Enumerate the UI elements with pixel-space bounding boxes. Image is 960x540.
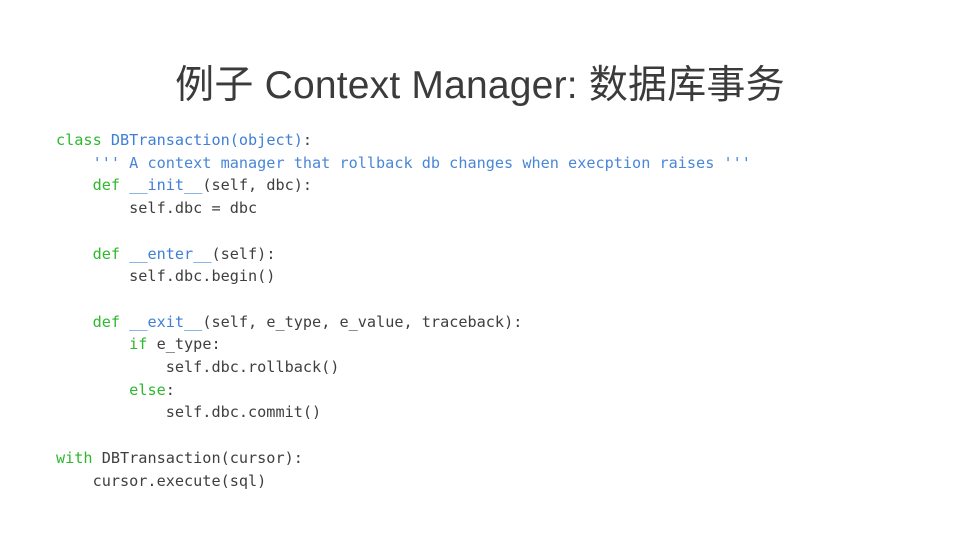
code-token-name: __init__ bbox=[129, 176, 203, 195]
code-line bbox=[56, 424, 751, 447]
code-token-plain bbox=[56, 335, 129, 353]
code-line bbox=[56, 220, 751, 243]
code-line: class DBTransaction(object): bbox=[56, 129, 751, 152]
code-token-plain: self.dbc.rollback() bbox=[56, 358, 340, 377]
code-line: if e_type: bbox=[56, 333, 751, 356]
code-token-plain: : bbox=[165, 380, 175, 399]
code-token-plain bbox=[56, 245, 93, 263]
code-token-plain: (self, e_type, e_value, traceback): bbox=[202, 312, 523, 331]
code-line: self.dbc.rollback() bbox=[56, 356, 751, 379]
code-token-plain: self.dbc = dbc bbox=[56, 199, 258, 218]
code-token-plain bbox=[56, 381, 129, 399]
code-token-plain bbox=[120, 176, 129, 194]
code-token-kw: else bbox=[129, 380, 166, 399]
code-line: self.dbc = dbc bbox=[56, 197, 751, 220]
code-line: self.dbc.commit() bbox=[56, 401, 751, 424]
code-token-kw: def bbox=[92, 176, 121, 195]
code-token-name: DBTransaction(object) bbox=[110, 131, 303, 149]
code-token-kw: def bbox=[92, 244, 121, 263]
code-token-kw: def bbox=[92, 312, 121, 331]
code-token-kw: class bbox=[56, 131, 102, 149]
code-token-plain: self.dbc.begin() bbox=[56, 267, 276, 286]
code-token-plain: (self, dbc): bbox=[202, 176, 313, 195]
code-token-plain: : bbox=[302, 131, 313, 149]
code-token-kw: with bbox=[56, 448, 93, 467]
code-token-name: __enter__ bbox=[129, 244, 212, 263]
code-token-plain bbox=[120, 245, 129, 263]
code-line: def __enter__(self): bbox=[56, 243, 751, 266]
code-line: else: bbox=[56, 379, 751, 402]
code-token-plain: cursor.execute(sql) bbox=[56, 471, 267, 490]
code-line: with DBTransaction(cursor): bbox=[56, 447, 751, 470]
code-token-plain: DBTransaction(cursor): bbox=[92, 448, 303, 467]
code-token-plain bbox=[120, 313, 129, 331]
code-line: ''' A context manager that rollback db c… bbox=[56, 152, 751, 175]
code-token-plain bbox=[56, 313, 93, 331]
code-line: def __exit__(self, e_type, e_value, trac… bbox=[56, 311, 751, 334]
code-token-plain bbox=[56, 176, 93, 194]
code-line: cursor.execute(sql) bbox=[56, 470, 751, 493]
code-token-str: ''' A context manager that rollback db c… bbox=[92, 153, 751, 172]
page-title: 例子 Context Manager: 数据库事务 bbox=[175, 64, 785, 108]
code-token-name: __exit__ bbox=[129, 312, 203, 331]
code-token-plain: self.dbc.commit() bbox=[56, 403, 322, 422]
code-token-plain bbox=[102, 131, 111, 149]
code-token-plain: (self): bbox=[211, 244, 276, 263]
code-line bbox=[56, 288, 751, 311]
code-token-plain bbox=[56, 154, 93, 172]
code-token-kw: if bbox=[129, 335, 148, 354]
code-line: def __init__(self, dbc): bbox=[56, 174, 751, 197]
code-token-plain: e_type: bbox=[147, 335, 221, 354]
code-block: class DBTransaction(object): ''' A conte… bbox=[56, 129, 751, 492]
code-line: self.dbc.begin() bbox=[56, 265, 751, 288]
